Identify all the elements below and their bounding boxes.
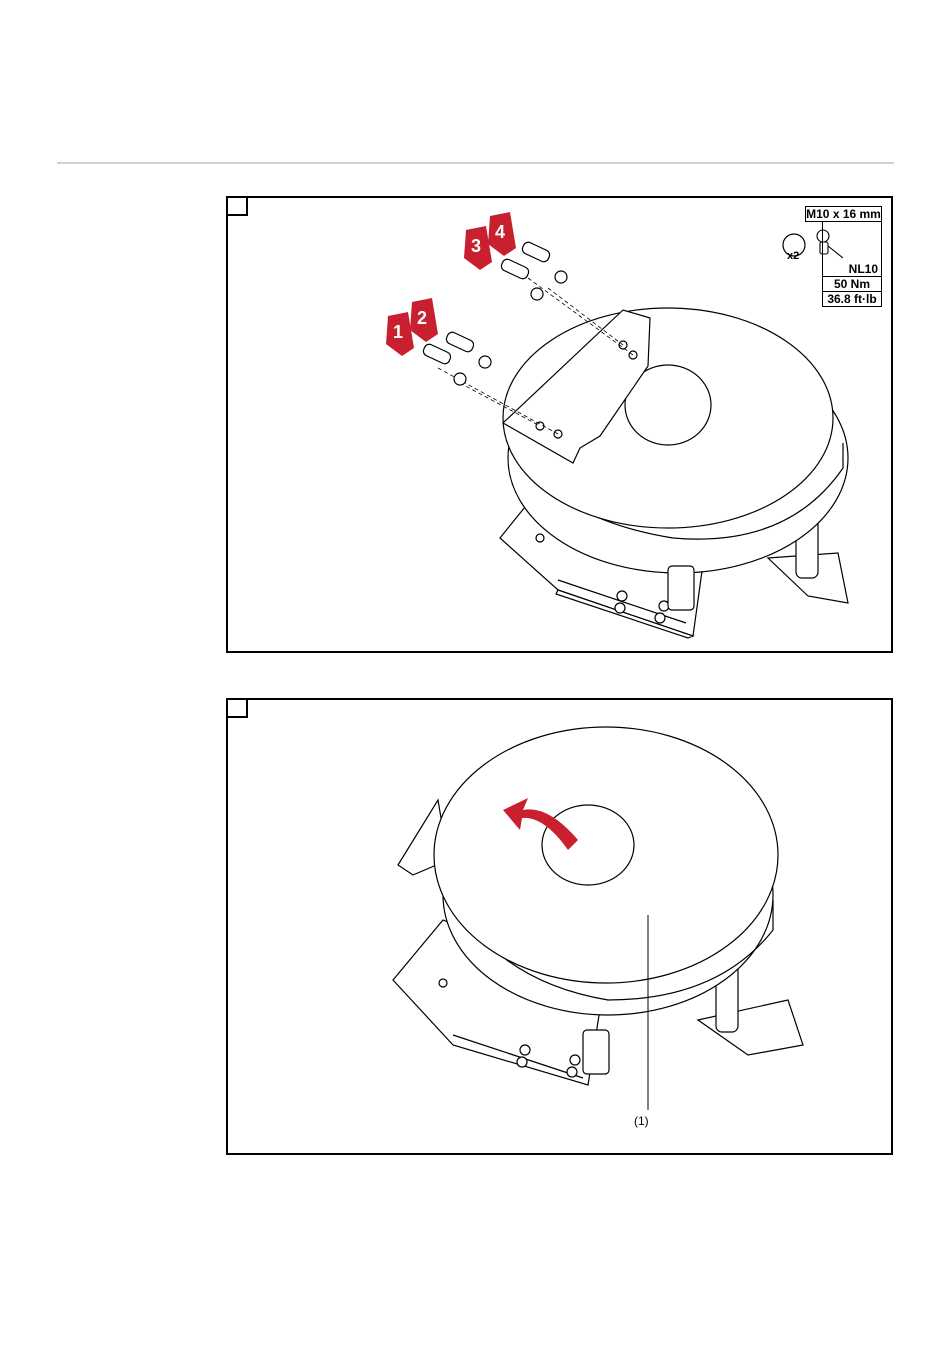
figure-step-mount-screws: 1 2 3 4 M10 x 16 mm x2 NL10 50 Nm 36.8 f… <box>226 196 893 653</box>
nut-label: NL10 <box>849 262 878 276</box>
cover-illustration <box>228 700 891 1153</box>
screw-1 <box>422 343 466 385</box>
screw-size: M10 x 16 mm <box>805 206 882 222</box>
step-label-4: 4 <box>495 222 505 242</box>
center-hub <box>542 805 634 885</box>
screw-2 <box>445 331 491 368</box>
quantity-label: x2 <box>787 250 799 262</box>
callout-label-1: (1) <box>634 1114 649 1128</box>
step-label-3: 3 <box>471 236 481 256</box>
latch <box>583 1030 609 1074</box>
fastener-spec-table: M10 x 16 mm x2 NL10 50 Nm 36.8 ft·lb <box>805 206 882 307</box>
header-divider <box>57 162 894 164</box>
screw-4 <box>521 241 567 283</box>
step-label-1: 1 <box>393 322 403 342</box>
torque-nm: 50 Nm <box>822 276 882 292</box>
torque-ftlb: 36.8 ft·lb <box>822 292 882 307</box>
step-label-2: 2 <box>417 308 427 328</box>
right-foot <box>698 1000 803 1055</box>
mount-illustration: 1 2 3 4 <box>228 198 891 651</box>
figure-step-rotate-cover: (1) <box>226 698 893 1155</box>
latch <box>668 566 694 610</box>
screw-3 <box>500 258 543 300</box>
